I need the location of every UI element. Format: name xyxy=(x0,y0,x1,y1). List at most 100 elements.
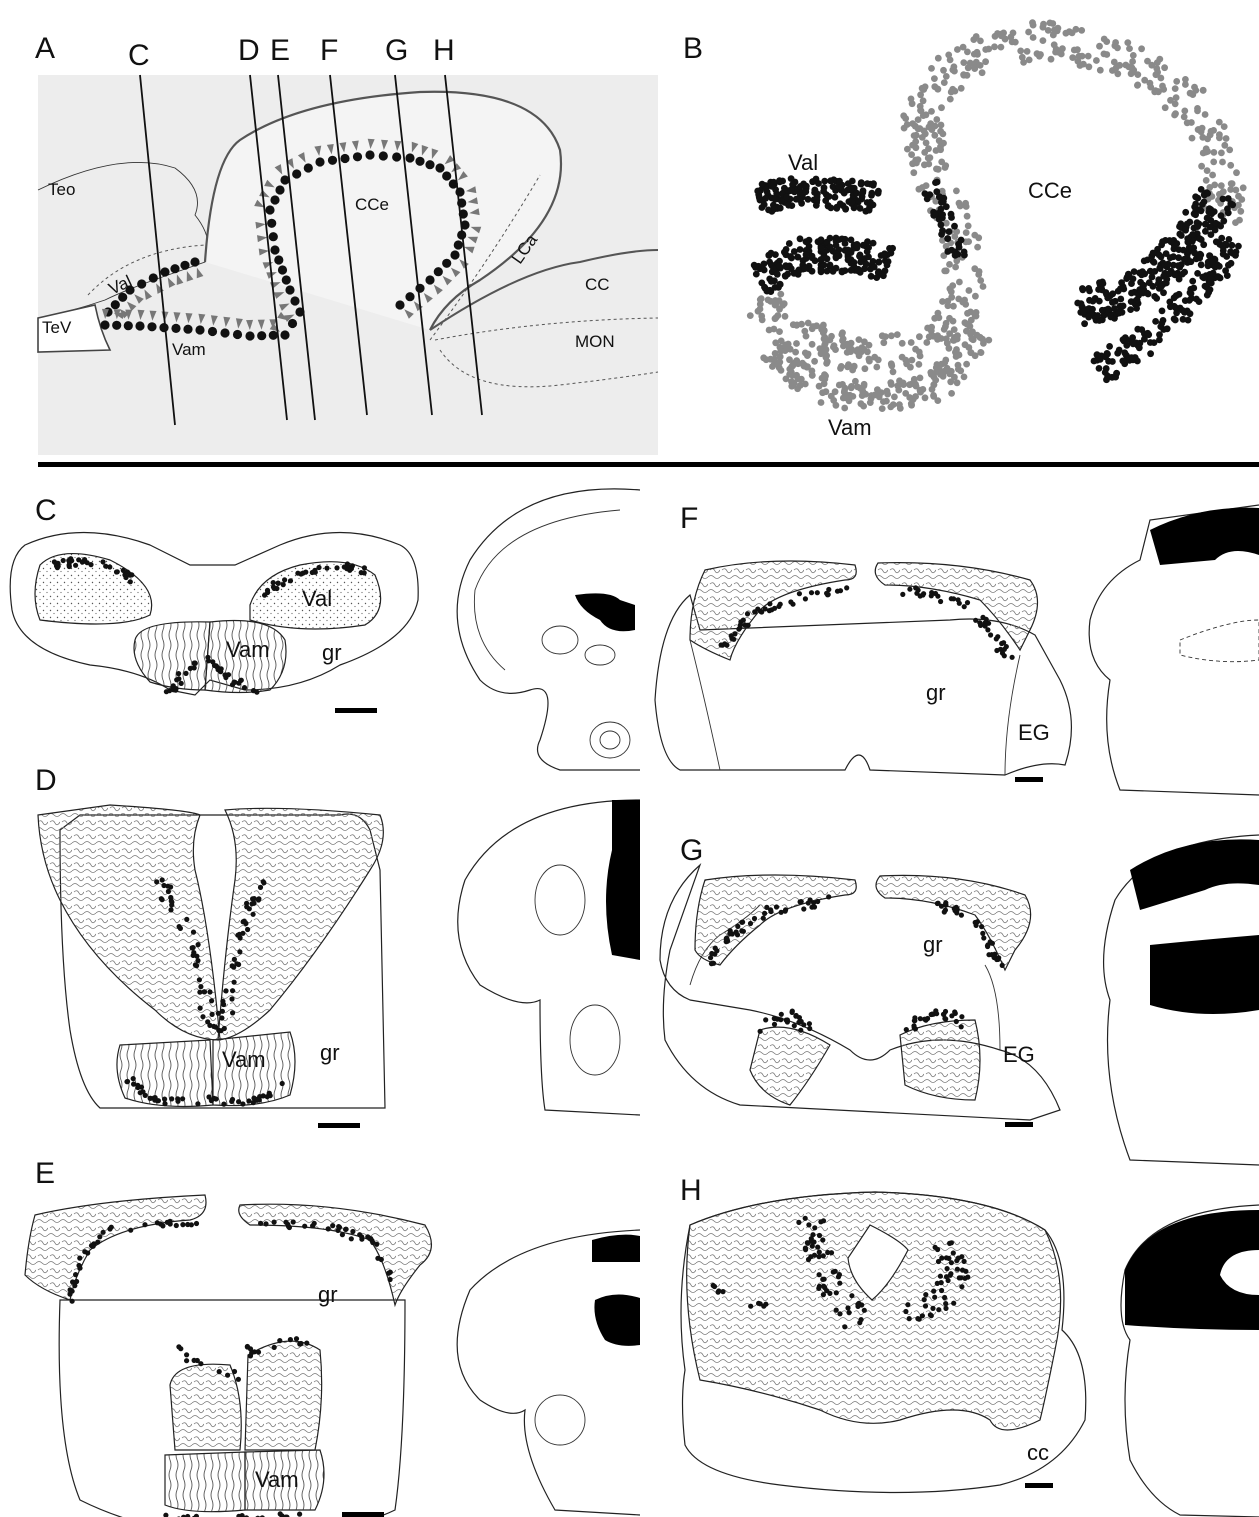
labeled-cell xyxy=(261,879,266,884)
purkinje-cell xyxy=(275,185,284,194)
unlabeled-cell xyxy=(1221,142,1228,149)
unlabeled-cell xyxy=(985,337,992,344)
unlabeled-cell xyxy=(982,46,989,53)
labeled-cell xyxy=(752,264,759,271)
unlabeled-cell xyxy=(949,282,956,289)
labeled-cell xyxy=(1106,343,1113,350)
labeled-cell xyxy=(194,963,199,968)
labeled-cell xyxy=(312,568,317,573)
unlabeled-cell xyxy=(939,140,946,147)
unlabeled-cell xyxy=(1071,47,1078,54)
unlabeled-cell xyxy=(977,62,984,69)
unlabeled-cell xyxy=(963,229,970,236)
labeled-cell xyxy=(297,1341,302,1346)
labeled-cell xyxy=(817,1272,822,1277)
unlabeled-cell xyxy=(971,232,978,239)
unlabeled-cell xyxy=(908,96,915,103)
unlabeled-cell xyxy=(859,392,866,399)
labeled-cell xyxy=(1128,290,1135,297)
labeled-cell xyxy=(985,943,990,948)
labeled-cell xyxy=(162,1101,167,1106)
purkinje-cell xyxy=(304,163,313,172)
unlabeled-cell xyxy=(909,380,916,387)
labeled-cell xyxy=(845,1305,850,1310)
unlabeled-cell xyxy=(964,72,971,79)
labeled-cell xyxy=(1126,273,1133,280)
labeled-cell xyxy=(252,896,257,901)
unlabeled-cell xyxy=(798,321,805,328)
purkinje-cell xyxy=(135,321,144,330)
labeled-cell xyxy=(1189,278,1196,285)
unlabeled-cell xyxy=(879,333,886,340)
panel-c: C Val Vam gr xyxy=(10,494,418,713)
labeled-cell xyxy=(359,1237,364,1242)
labeled-cell xyxy=(1119,358,1126,365)
vam-left xyxy=(165,1452,245,1512)
labeled-cell xyxy=(796,196,803,203)
labeled-cell xyxy=(848,237,855,244)
vac-left xyxy=(170,1364,241,1450)
unlabeled-cell xyxy=(974,51,981,58)
unlabeled-cell xyxy=(920,97,927,104)
labeled-cell xyxy=(824,268,831,275)
labeled-cell xyxy=(207,989,212,994)
labeled-cell xyxy=(359,570,364,575)
labeled-cell xyxy=(903,1309,908,1314)
labeled-cell xyxy=(73,563,78,568)
labeled-cell xyxy=(154,879,159,884)
labeled-cell xyxy=(881,252,888,259)
unlabeled-cell xyxy=(927,120,934,127)
labeled-cell xyxy=(779,910,784,915)
labeled-cell xyxy=(350,1229,355,1234)
labeled-cell xyxy=(928,1312,933,1317)
labeled-cell xyxy=(994,636,999,641)
purkinje-cell xyxy=(292,169,301,178)
labeled-cell xyxy=(114,569,119,574)
labeled-cell xyxy=(953,1011,958,1016)
labeled-cell xyxy=(802,188,809,195)
unlabeled-cell xyxy=(946,345,953,352)
unlabeled-cell xyxy=(1216,131,1223,138)
labeled-cell xyxy=(827,262,834,269)
unlabeled-cell xyxy=(1236,217,1243,224)
labeled-cell xyxy=(845,257,852,264)
labeled-cell xyxy=(946,228,953,235)
region-cc: CC xyxy=(585,275,610,294)
unlabeled-cell xyxy=(813,322,820,329)
labeled-cell xyxy=(923,1303,928,1308)
unlabeled-cell xyxy=(1130,52,1137,59)
labeled-cell xyxy=(254,1098,259,1103)
unlabeled-cell xyxy=(803,333,810,340)
labeled-cell xyxy=(277,1338,282,1343)
labeled-cell xyxy=(174,677,179,682)
labeled-cell xyxy=(949,1240,954,1245)
labeled-cell xyxy=(827,235,834,242)
labeled-cell xyxy=(848,199,855,206)
labeled-cell xyxy=(242,685,247,690)
unlabeled-cell xyxy=(759,317,766,324)
labeled-cell xyxy=(1097,356,1104,363)
labeled-cell xyxy=(959,1284,964,1289)
labeled-cell xyxy=(258,1221,263,1226)
labeled-cell xyxy=(1212,227,1219,234)
labeled-cell xyxy=(788,187,795,194)
unlabeled-cell xyxy=(797,382,804,389)
labeled-cell xyxy=(796,1220,801,1225)
labeled-cell xyxy=(1099,307,1106,314)
labeled-cell xyxy=(1196,298,1203,305)
labeled-cell xyxy=(923,1292,928,1297)
unlabeled-cell xyxy=(832,388,839,395)
labeled-cell xyxy=(97,1234,102,1239)
unlabeled-cell xyxy=(934,332,941,339)
labeled-cell xyxy=(833,253,840,260)
labeled-cell xyxy=(336,1224,341,1229)
unlabeled-cell xyxy=(1029,19,1036,26)
purkinje-cell xyxy=(454,240,463,249)
labeled-cell xyxy=(812,257,819,264)
labeled-cell xyxy=(943,203,950,210)
unlabeled-cell xyxy=(1172,110,1179,117)
labeled-cell xyxy=(1079,285,1086,292)
labeled-cell xyxy=(244,904,249,909)
labeled-cell xyxy=(258,885,263,890)
labeled-cell xyxy=(357,1232,362,1237)
